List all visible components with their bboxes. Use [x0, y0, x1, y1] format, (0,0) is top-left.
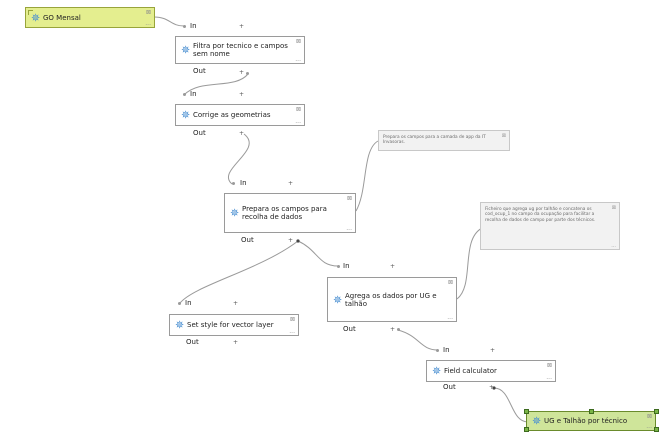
plus-icon[interactable]: + — [288, 180, 294, 187]
gear-icon: ✵ — [181, 108, 191, 122]
in-port-label: In — [190, 90, 197, 98]
node-set-style[interactable]: ✵ Set style for vector layer ⊠ ... — [169, 314, 299, 336]
plus-icon[interactable]: + — [239, 23, 245, 30]
gear-icon: ✵ — [432, 364, 442, 378]
comment-prepara[interactable]: Prepara os campos para a camada de app d… — [378, 130, 510, 151]
gear-icon: ✵ — [31, 11, 41, 24]
resize-handle[interactable] — [654, 427, 659, 432]
more-icon[interactable]: ... — [646, 423, 652, 430]
resize-handle[interactable] — [524, 409, 529, 414]
comment-agrega[interactable]: Ficheiro que agrega ug por talhão e conc… — [480, 202, 620, 250]
gear-icon: ✵ — [532, 414, 542, 428]
node-prepara[interactable]: ✵ Prepara os campos para recolha de dado… — [224, 193, 356, 233]
node-filtra[interactable]: ✵ Filtra por tecnico e campos sem nome ⊠… — [175, 36, 305, 64]
comment-text: Prepara os campos para a camada de app d… — [383, 135, 486, 146]
more-icon[interactable]: ... — [145, 20, 151, 27]
more-icon[interactable]: ... — [346, 225, 352, 232]
plus-icon[interactable]: + — [239, 91, 245, 98]
in-port-dot — [183, 93, 186, 96]
wire-prepara-comment — [355, 140, 379, 212]
in-port-label: In — [443, 346, 450, 354]
plus-icon[interactable]: + — [239, 130, 245, 137]
out-port-label: Out — [193, 129, 206, 137]
more-icon[interactable]: ... — [611, 243, 616, 249]
node-ug-talhao-output[interactable]: ✵ UG e Talhão por técnico ⊠ ... — [526, 411, 656, 431]
wire-agrega-comment — [456, 227, 483, 300]
collapse-icon[interactable]: ⊠ — [646, 413, 652, 420]
node-label: GO Mensal — [43, 13, 81, 22]
in-port-dot — [337, 265, 340, 268]
out-port-label: Out — [193, 67, 206, 75]
gear-icon: ✵ — [230, 206, 240, 220]
more-icon[interactable]: ... — [447, 314, 453, 321]
node-label: Filtra por tecnico e campos sem nome — [193, 42, 288, 58]
wire-prepara-to-agrega — [297, 240, 339, 267]
out-dot-prepara — [296, 239, 300, 243]
plus-icon[interactable]: + — [239, 69, 245, 76]
wire-field-to-output — [493, 387, 529, 423]
wire-go-to-filtra — [153, 16, 185, 27]
out-port-label: Out — [443, 383, 456, 391]
in-port-label: In — [190, 22, 197, 30]
in-port-dot — [232, 182, 235, 185]
gear-icon: ✵ — [175, 318, 185, 332]
more-icon[interactable]: ... — [295, 56, 301, 63]
node-label: Prepara os campos para recolha de dados — [242, 205, 327, 221]
resize-handle[interactable] — [654, 409, 659, 414]
node-label: Agrega os dados por UG e talhão — [345, 291, 437, 308]
wire-filtra-to-corrige — [183, 73, 249, 96]
node-field-calculator[interactable]: ✵ Field calculator ⊠ ... — [426, 360, 556, 382]
in-port-dot — [178, 302, 181, 305]
collapse-icon[interactable]: ⊠ — [289, 316, 295, 323]
in-port-dot — [183, 25, 186, 28]
in-port-label: In — [185, 299, 192, 307]
comment-text: Ficheiro que agrega ug por talhão e conc… — [485, 207, 596, 223]
plus-icon[interactable]: + — [490, 347, 496, 354]
resize-handle[interactable] — [524, 427, 529, 432]
gear-icon: ✵ — [333, 293, 343, 306]
in-port-label: In — [240, 179, 247, 187]
node-label: Corrige as geometrias — [193, 111, 271, 119]
plus-icon[interactable]: + — [390, 263, 396, 270]
collapse-icon[interactable]: ⊠ — [501, 133, 506, 139]
node-label: Field calculator — [444, 367, 497, 375]
plus-icon[interactable]: + — [489, 384, 495, 391]
resize-handle[interactable] — [589, 409, 594, 414]
collapse-icon[interactable]: ⊠ — [447, 279, 453, 286]
node-go-mensal[interactable]: ✵ GO Mensal ⊠ ... — [25, 7, 155, 28]
in-port-label: In — [343, 262, 350, 270]
node-corrige[interactable]: ✵ Corrige as geometrias ⊠ ... — [175, 104, 305, 126]
out-port-dot — [397, 328, 400, 331]
node-label: Set style for vector layer — [187, 321, 274, 329]
out-port-dot — [246, 72, 249, 75]
collapse-icon[interactable]: ⊠ — [295, 106, 301, 113]
more-icon[interactable]: ... — [295, 118, 301, 125]
wire-prepara-to-setstyle — [179, 240, 299, 304]
collapse-icon[interactable]: ⊠ — [145, 9, 151, 16]
node-agrega[interactable]: ✵ Agrega os dados por UG e talhão ⊠ ... — [327, 277, 457, 322]
wire-corrige-to-prepara — [228, 133, 250, 185]
out-port-label: Out — [186, 338, 199, 346]
plus-icon[interactable]: + — [390, 326, 396, 333]
collapse-icon[interactable]: ⊠ — [346, 195, 352, 202]
selection-corner-icon — [28, 10, 33, 15]
plus-icon[interactable]: + — [288, 237, 294, 244]
plus-icon[interactable]: + — [233, 339, 239, 346]
more-icon[interactable]: ... — [289, 328, 295, 335]
collapse-icon[interactable]: ⊠ — [295, 38, 301, 45]
node-label: UG e Talhão por técnico — [544, 417, 628, 425]
collapse-icon[interactable]: ⊠ — [611, 205, 616, 211]
out-dot-field — [492, 386, 496, 390]
wire-agrega-to-field — [397, 329, 439, 351]
gear-icon: ✵ — [181, 43, 191, 57]
plus-icon[interactable]: + — [233, 300, 239, 307]
in-port-dot — [436, 349, 439, 352]
collapse-icon[interactable]: ⊠ — [546, 362, 552, 369]
out-port-label: Out — [343, 325, 356, 333]
more-icon[interactable]: ... — [546, 374, 552, 381]
out-port-label: Out — [241, 236, 254, 244]
